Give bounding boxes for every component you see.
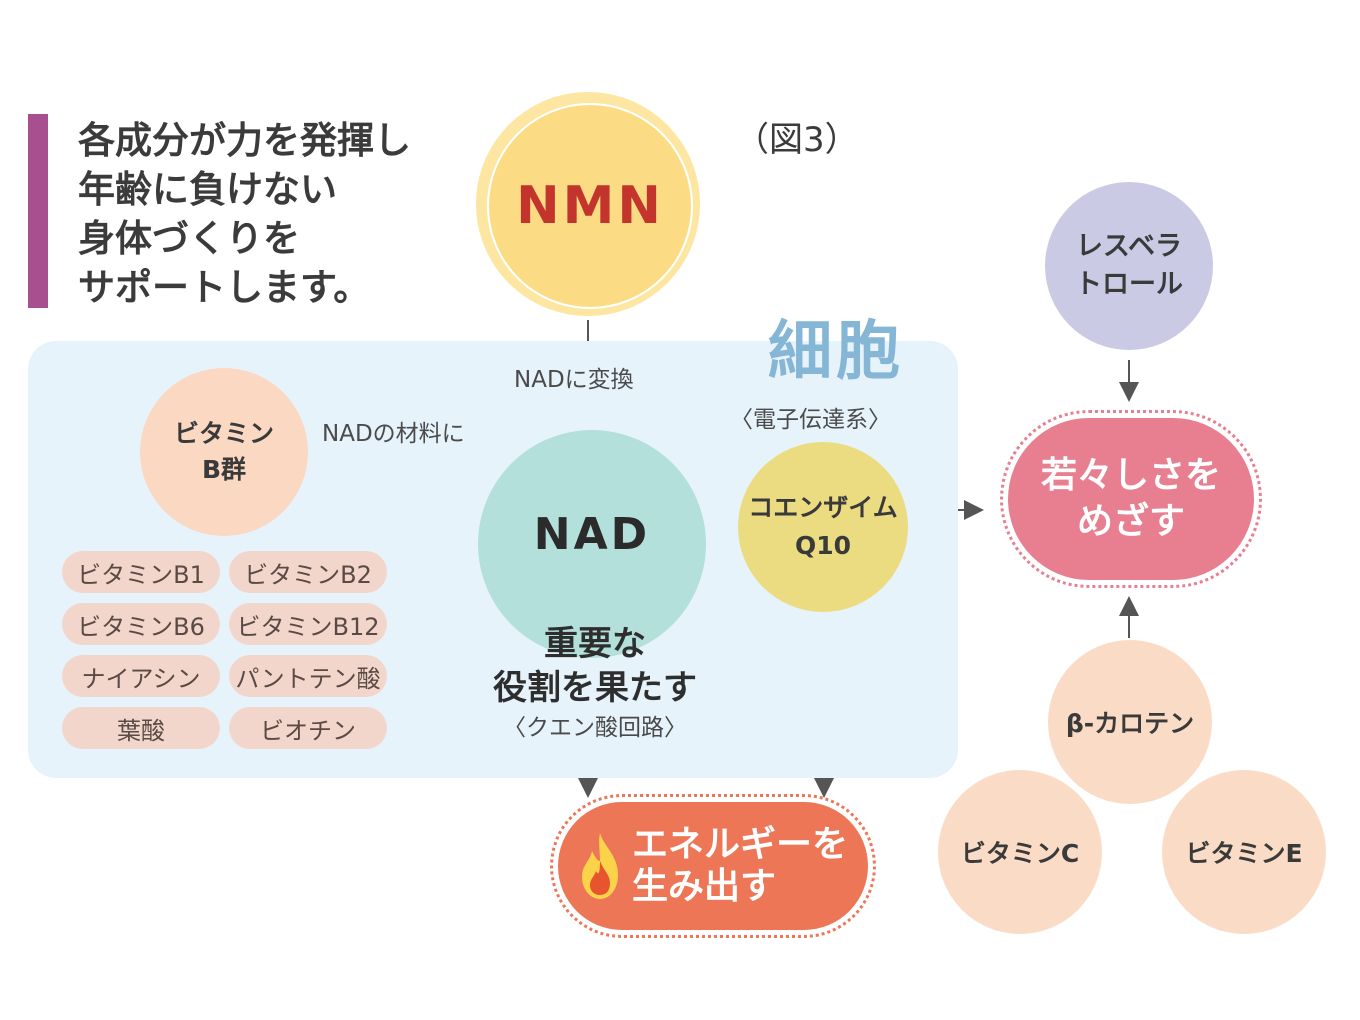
citric-acid-cycle-label: 〈クエン酸回路〉 — [503, 715, 687, 741]
vitamin-b-pill: ビタミンB1 — [62, 551, 220, 593]
vitamin-b-group-node: ビタミン B群 — [140, 368, 308, 536]
nad-node: NAD — [478, 430, 706, 658]
role-line: 重要な — [544, 624, 646, 664]
youth-label-line: めざす — [1076, 501, 1185, 542]
coenzyme-q10-node: コエンザイム Q10 — [738, 442, 908, 612]
vitamin-e-node: ビタミンE — [1162, 770, 1326, 934]
resveratrol-label-line: レスベラ — [1075, 231, 1183, 262]
youth-node: 若々しさを めざす — [1000, 410, 1262, 588]
coenzyme-label-line: Q10 — [794, 531, 852, 560]
nmn-node: NMN — [487, 103, 693, 309]
figure-label: （図3） — [735, 120, 859, 160]
role-text: 重要な 役割を果たす — [476, 622, 714, 710]
energy-label-line: 生み出す — [631, 866, 776, 907]
headline-line: 年齢に負けない — [78, 168, 337, 211]
energy-node: エネルギーを 生み出す — [550, 794, 876, 938]
convert-label: NADに変換 — [512, 360, 636, 394]
vitamin-e-label: ビタミンE — [1185, 839, 1303, 868]
headline-line: 各成分が力を発揮し — [78, 119, 411, 162]
vitamin-c-node: ビタミンC — [938, 770, 1102, 934]
beta-carotene-label: β-カロテン — [1065, 709, 1195, 738]
vitamin-b-pill: ビタミンB12 — [229, 603, 387, 645]
youth-label-line: 若々しさを — [1040, 455, 1221, 496]
electron-transport-label: 〈電子伝達系〉 — [730, 407, 891, 433]
vitamin-b-pill: パントテン酸 — [229, 655, 387, 697]
resveratrol-node: レスベラ トロール — [1045, 182, 1213, 350]
material-label: NADの材料に — [322, 421, 465, 447]
headline: 各成分が力を発揮し 年齢に負けない 身体づくりを サポートします。 — [78, 116, 411, 312]
vitamin-b-pill: 葉酸 — [62, 707, 220, 749]
coenzyme-label-line: コエンザイム — [748, 493, 898, 522]
nad-label: NAD — [533, 508, 651, 560]
role-line: 役割を果たす — [493, 668, 697, 708]
energy-label-line: エネルギーを — [631, 824, 848, 865]
flame-icon — [581, 833, 618, 899]
nmn-label: NMN — [516, 176, 664, 236]
vitamin-b-label-line: B群 — [201, 455, 247, 484]
headline-line: 身体づくりを — [78, 217, 300, 260]
beta-carotene-node: β-カロテン — [1048, 640, 1212, 804]
vitamin-b-pill: ビタミンB2 — [229, 551, 387, 593]
accent-bar — [28, 114, 48, 308]
vitamin-b-label-line: ビタミン — [173, 419, 274, 448]
headline-line: サポートします。 — [78, 266, 371, 309]
cell-label: 細胞 — [768, 315, 904, 389]
vitamin-b-pill: ナイアシン — [62, 655, 220, 697]
vitamin-b-pill: ビタミンB6 — [62, 603, 220, 645]
resveratrol-label-line: トロール — [1075, 269, 1183, 300]
vitamin-c-label: ビタミンC — [960, 839, 1080, 868]
vitamin-b-pill: ビオチン — [229, 707, 387, 749]
